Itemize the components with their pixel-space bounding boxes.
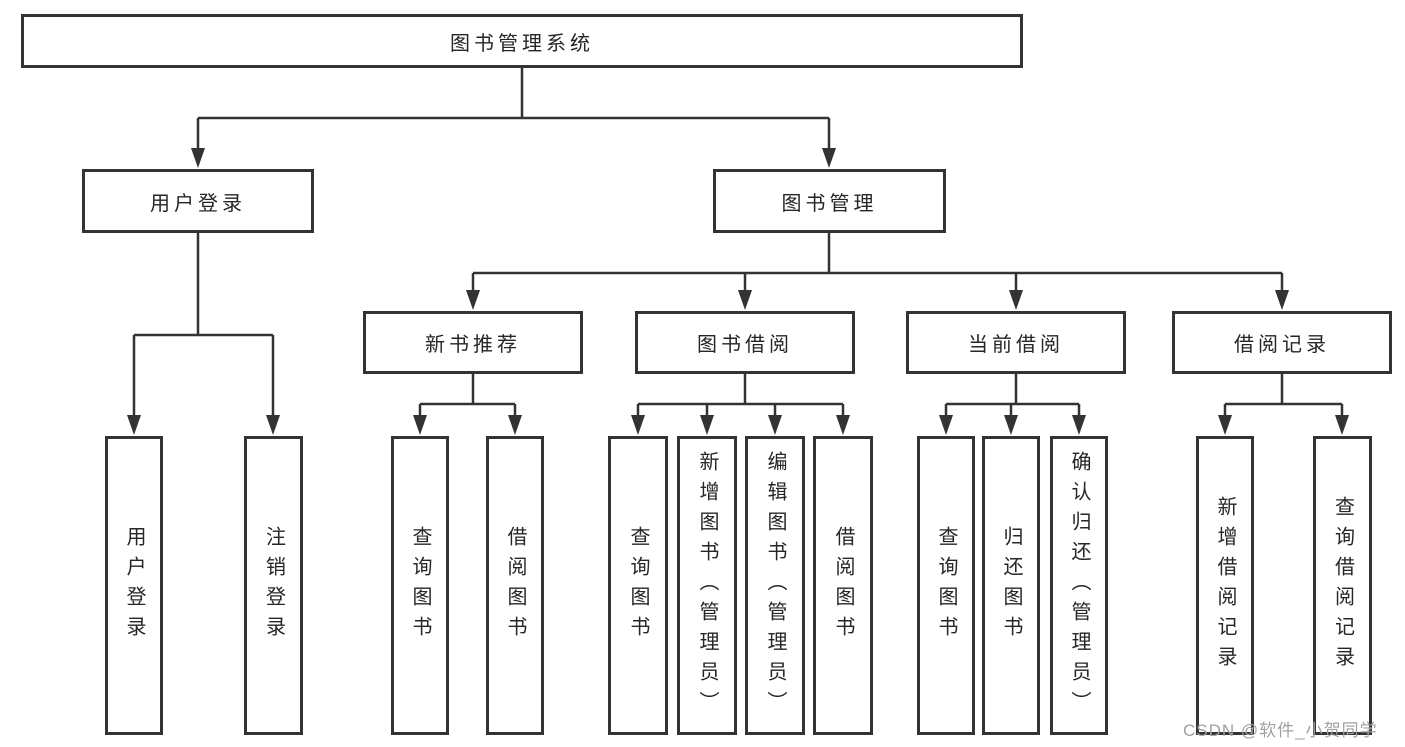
leaf-borrow-book-recommend: 借阅图书 <box>486 436 544 735</box>
leaf-borrow-book: 借阅图书 <box>813 436 873 735</box>
leaf-query-book-borrow: 查询图书 <box>608 436 668 735</box>
node-current-borrow: 当前借阅 <box>906 311 1126 374</box>
leaf-edit-book-admin: 编辑图书（管理员） <box>745 436 805 735</box>
node-borrow-records: 借阅记录 <box>1172 311 1392 374</box>
node-book-borrow: 图书借阅 <box>635 311 855 374</box>
leaf-query-borrow-record: 查询借阅记录 <box>1313 436 1372 735</box>
leaf-confirm-return-admin: 确认归还（管理员） <box>1050 436 1108 735</box>
leaf-query-book-current: 查询图书 <box>917 436 975 735</box>
csdn-watermark: CSDN @软件_小贺同学 <box>1183 721 1378 740</box>
node-root-system: 图书管理系统 <box>21 14 1023 68</box>
leaf-logout: 注销登录 <box>244 436 303 735</box>
leaf-add-borrow-record: 新增借阅记录 <box>1196 436 1254 735</box>
node-user-login: 用户登录 <box>82 169 314 233</box>
node-new-book-recommend: 新书推荐 <box>363 311 583 374</box>
leaf-add-book-admin: 新增图书（管理员） <box>677 436 737 735</box>
leaf-user-login: 用户登录 <box>105 436 163 735</box>
node-book-management: 图书管理 <box>713 169 946 233</box>
leaf-return-book: 归还图书 <box>982 436 1040 735</box>
leaf-query-book-recommend: 查询图书 <box>391 436 449 735</box>
